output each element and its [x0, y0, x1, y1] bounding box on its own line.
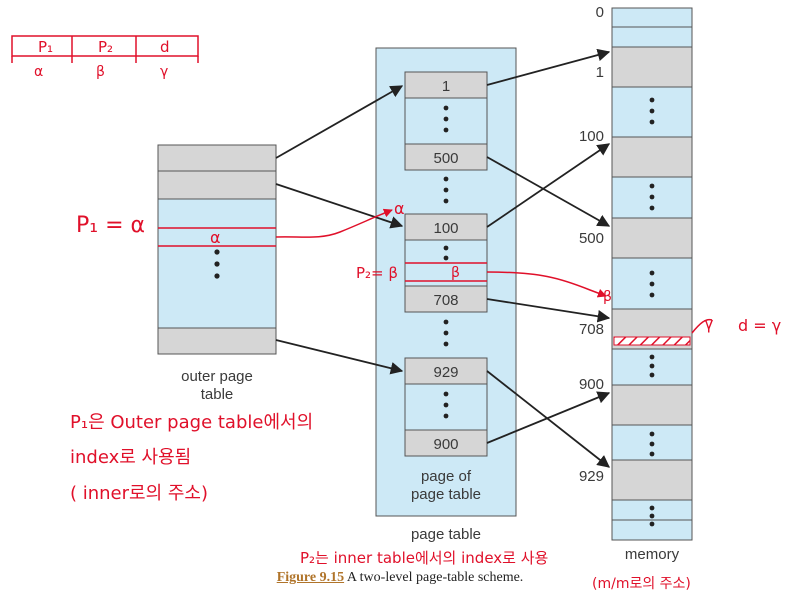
outer-page-table: α: [157, 144, 277, 355]
mapping-arrows: [275, 48, 611, 468]
outer-alpha-mark: α: [210, 228, 221, 247]
figure-caption-text: A two-level page-table scheme.: [346, 570, 524, 585]
pt-entry-1: 1: [442, 78, 450, 95]
note-p2-line2: (m/m로의 주소): [592, 576, 691, 592]
page-table-label: page table: [411, 526, 481, 543]
mem-addr-900: 900: [579, 376, 604, 393]
pt-entry-500: 500: [433, 150, 458, 167]
mem-addr-929: 929: [579, 468, 604, 485]
memory-label: memory: [625, 546, 680, 563]
symbol-gamma: γ: [160, 64, 168, 80]
handwritten-annotations: P₁ = α α P₂= β β γ d = γ P₁은 Outer page …: [70, 199, 781, 592]
symbol-beta: β: [96, 64, 105, 80]
logical-address-format: P₁ P₂ d α β γ: [11, 35, 199, 80]
note-alpha-arrow: α: [394, 199, 405, 218]
page-of-page-table-label-1: page of: [421, 468, 472, 485]
mem-addr-1: 1: [596, 64, 604, 81]
arrow-708-to-mem: [486, 298, 611, 323]
arrow-900-to-mem: [486, 391, 611, 444]
note-gamma: γ: [704, 314, 713, 333]
note-p1-eq: P₁ = α: [76, 213, 145, 238]
field-p2: P₂: [98, 38, 113, 56]
memory-column: [611, 7, 693, 541]
arrow-500-to-mem: [486, 156, 611, 227]
mem-addr-708: 708: [579, 321, 604, 338]
arrow-outer-to-page3: [275, 339, 404, 375]
mem-addr-100: 100: [579, 128, 604, 145]
note-p1-line3: ( inner로의 주소): [70, 483, 208, 504]
page-table-beta-mark: β: [451, 265, 460, 281]
arrow-100-to-mem: [486, 143, 611, 228]
field-d: d: [160, 38, 170, 56]
page-table-container: β: [375, 47, 517, 517]
note-d-eq: d = γ: [738, 316, 781, 335]
figure-number: Figure 9.15: [276, 570, 345, 585]
page-of-page-table-label-2: page table: [411, 486, 481, 503]
note-p1-line1: P₁은 Outer page table에서의: [70, 412, 313, 433]
mem-addr-0: 0: [596, 4, 604, 21]
note-p2-line1: P₂는 inner table에서의 index로 사용: [300, 549, 548, 567]
note-p1-line2: index로 사용됨: [70, 447, 191, 468]
outer-table-label-1: outer page: [181, 368, 253, 385]
symbol-alpha: α: [34, 64, 43, 80]
pt-entry-100: 100: [433, 220, 458, 237]
pt-entry-900: 900: [433, 436, 458, 453]
note-p2-eq: P₂= β: [356, 264, 398, 282]
arrow-outer-to-page1: [275, 85, 404, 159]
outer-table-label-2: table: [201, 386, 234, 403]
figure-caption: Figure 9.15 A two-level page-table schem…: [0, 570, 800, 586]
arrow-outer-to-page2: [275, 183, 404, 229]
note-beta-arrow: β: [603, 289, 612, 305]
pt-entry-929: 929: [433, 364, 458, 381]
mem-addr-500: 500: [579, 230, 604, 247]
arrow-1-to-mem: [486, 48, 611, 86]
arrow-929-to-mem: [486, 370, 610, 468]
pt-entry-708: 708: [433, 292, 458, 309]
field-p1: P₁: [38, 38, 53, 56]
